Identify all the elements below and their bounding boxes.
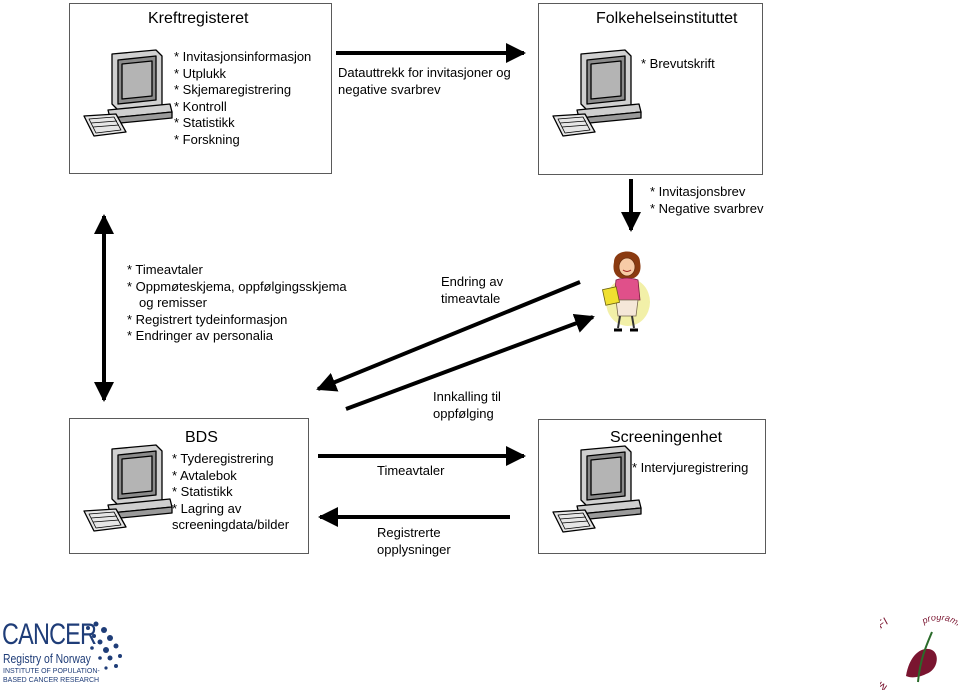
label-registrerte: Registrerte opplysninger bbox=[377, 525, 451, 557]
list-item: * Avtalebok bbox=[172, 467, 237, 483]
kreftregisteret-list: * Invitasjonsinformasjon * Utplukk * Skj… bbox=[174, 49, 311, 148]
list-item: * Forskning bbox=[174, 131, 240, 147]
label-timeavtaler: Timeavtaler bbox=[377, 463, 445, 478]
list-item: * Invitasjonsinformasjon bbox=[174, 49, 312, 64]
list-item: * Skjemaregistrering bbox=[174, 82, 292, 97]
mammo-sub: programmet bbox=[920, 616, 958, 638]
bds-list: * Tyderegistrering * Avtalebok * Statist… bbox=[172, 451, 289, 534]
woman-clipart-icon bbox=[602, 251, 650, 332]
bds-box: BDS * Tyderegistrering * Avtalebok * Sta… bbox=[69, 418, 309, 554]
label-timeavtaler-list: * Timeavtaler * Oppmøteskjema, oppfølgin… bbox=[127, 262, 347, 343]
list-item: * Statistikk bbox=[174, 115, 235, 130]
bds-title: BDS bbox=[185, 429, 218, 446]
list-item: * Brevutskrift bbox=[641, 56, 715, 71]
list-item: * Utplukk bbox=[174, 65, 227, 81]
computer-icon bbox=[552, 49, 642, 137]
cancer-logo-inst2: BASED CANCER RESEARCH bbox=[3, 677, 100, 684]
list-item: * Tyderegistrering bbox=[172, 451, 274, 466]
fhi-title: Folkehelseinstituttet bbox=[596, 10, 738, 27]
list-item: * Intervjuregistrering bbox=[632, 460, 749, 475]
cancer-registry-logo: CANCER Registry of Norway INSTITUTE OF P… bbox=[0, 618, 140, 690]
label-endring: Endring av timeavtale bbox=[441, 274, 504, 306]
dots-logo-icon bbox=[86, 621, 122, 670]
cancer-logo-sub: Registry of Norway bbox=[3, 651, 91, 666]
label-datauttrekk: Datauttrekk for invitasjoner og negative… bbox=[338, 65, 511, 97]
mammo-name: MAMMOGRAFI bbox=[880, 616, 890, 690]
arrow-endring bbox=[316, 280, 581, 392]
list-item: * Statistikk bbox=[172, 484, 233, 499]
cancer-logo-main: CANCER bbox=[2, 618, 97, 651]
svg-text:MAMMOGRAFI: MAMMOGRAFI bbox=[880, 616, 890, 690]
screening-box: Screeningenhet * Intervjuregistrering bbox=[538, 419, 766, 554]
computer-icon bbox=[83, 49, 173, 137]
kreftregisteret-box: Kreftregisteret * Invitasjonsinformasjon… bbox=[69, 3, 332, 174]
list-item: * Kontroll bbox=[174, 98, 227, 114]
list-item: screeningdata/bilder bbox=[172, 517, 290, 532]
svg-text:programmet: programmet bbox=[920, 616, 958, 638]
screening-title: Screeningenhet bbox=[610, 429, 723, 446]
list-item: * Lagring av bbox=[172, 500, 242, 516]
label-innkalling: Innkalling til oppfølging bbox=[433, 389, 501, 421]
screening-list: * Intervjuregistrering bbox=[632, 460, 748, 477]
fhi-box: Folkehelseinstituttet * Brevutskrift bbox=[538, 3, 763, 175]
label-brev: * Invitasjonsbrev * Negative svarbrev bbox=[650, 184, 764, 216]
mammografiprogrammet-logo: MAMMOGRAFI programmet bbox=[880, 616, 958, 690]
kreftregisteret-title: Kreftregisteret bbox=[148, 10, 249, 27]
arrow-innkalling bbox=[345, 313, 595, 411]
computer-icon bbox=[83, 444, 173, 532]
cancer-logo-inst1: INSTITUTE OF POPULATION- bbox=[3, 668, 100, 675]
computer-icon bbox=[552, 445, 642, 533]
fhi-list: * Brevutskrift bbox=[641, 56, 715, 73]
